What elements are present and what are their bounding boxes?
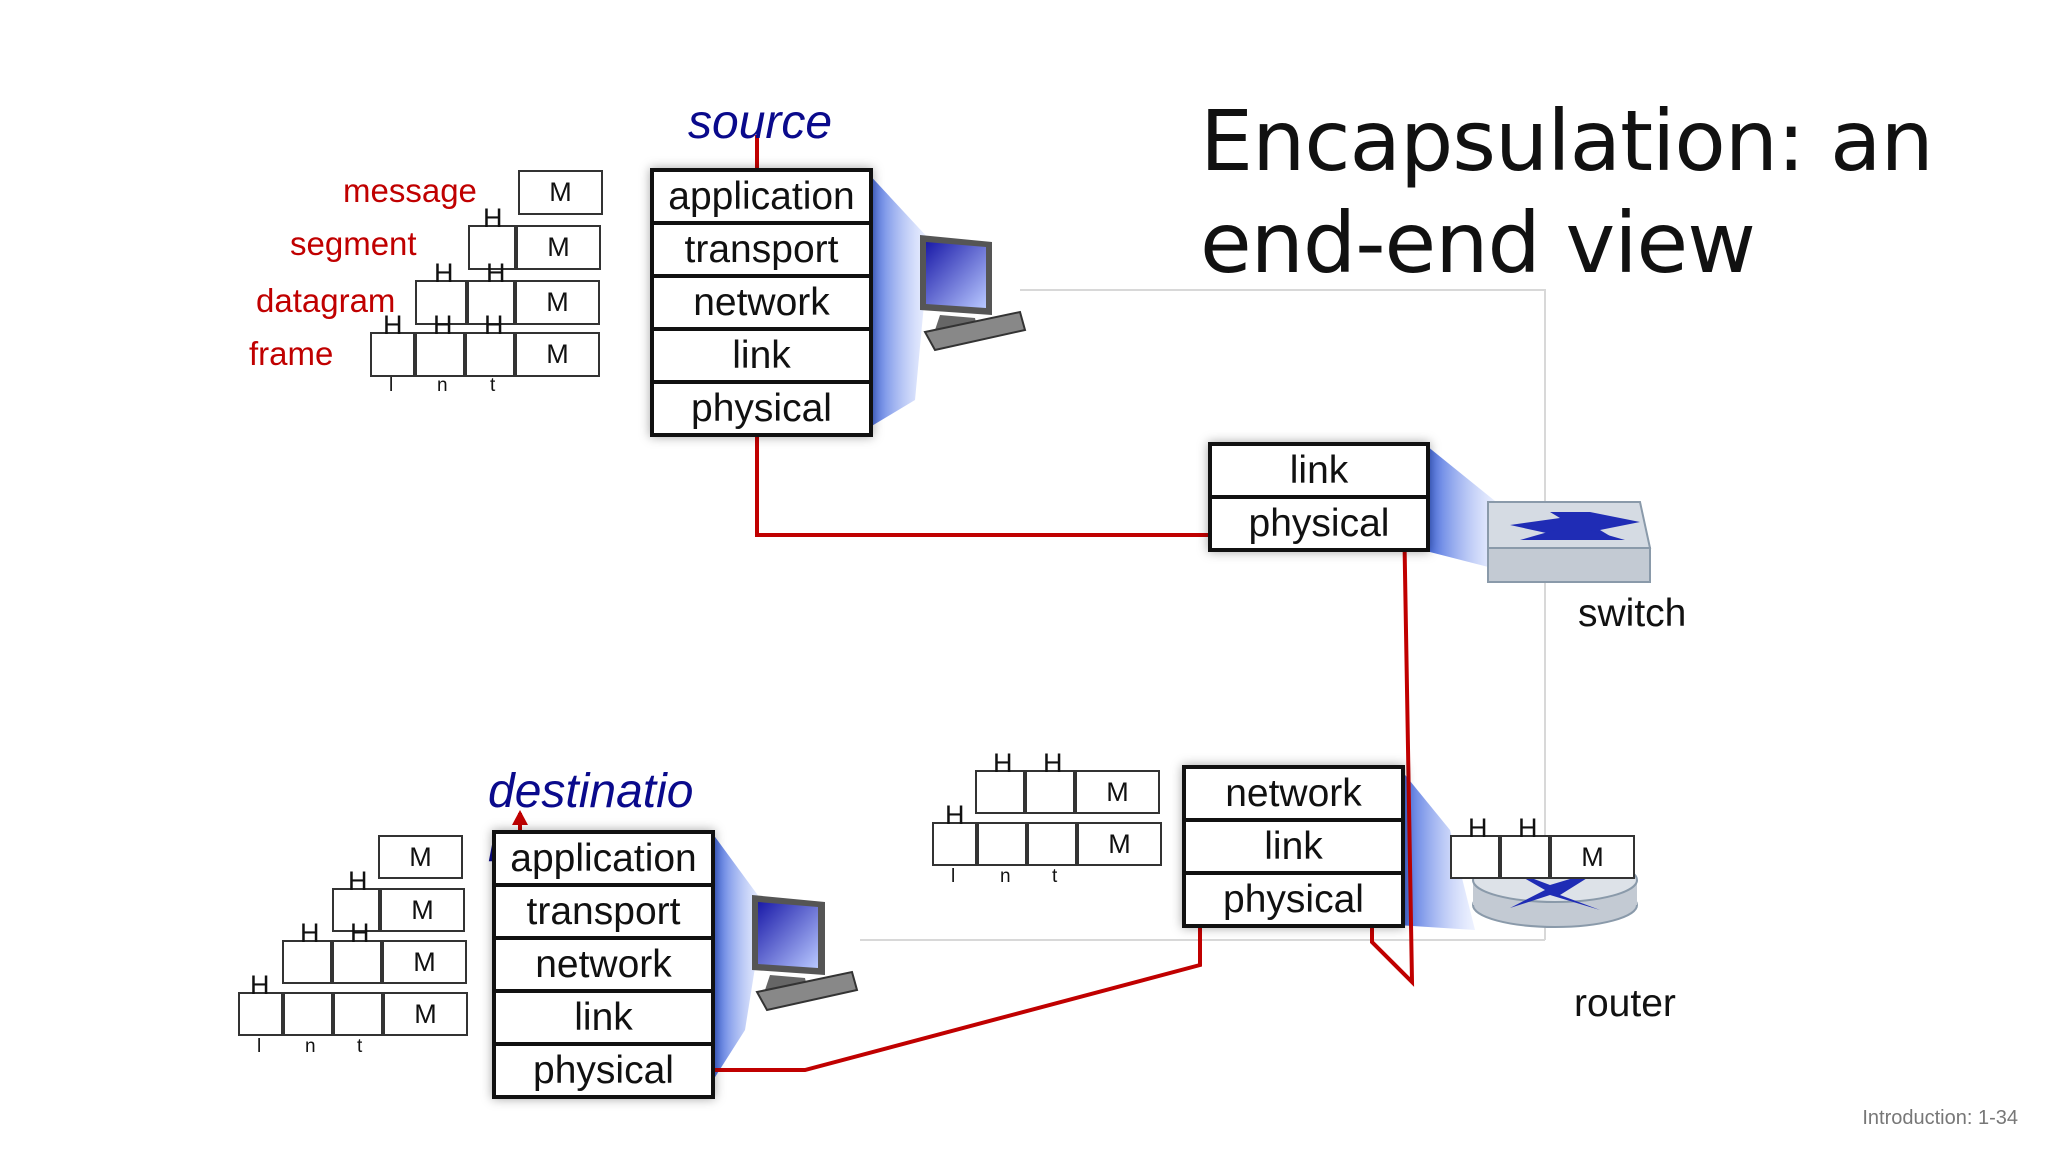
router-icon	[1472, 857, 1638, 928]
header-label: H	[483, 203, 503, 233]
header-label: H	[433, 310, 453, 340]
packet-header	[468, 225, 516, 270]
packet-header	[1027, 822, 1077, 866]
switch-icon	[1487, 501, 1652, 583]
source-layer-network: network	[654, 278, 869, 331]
packet-message: M	[516, 225, 601, 270]
header-label: H	[1468, 813, 1488, 843]
router-layer-network: network	[1186, 769, 1401, 822]
network-links	[860, 289, 1546, 941]
router-layer-link: link	[1186, 822, 1401, 875]
packet-header	[282, 940, 332, 984]
source-layer-application: application	[654, 172, 869, 225]
slide-title: Encapsulation: an end-end view	[1200, 92, 1934, 292]
header-label: H	[250, 970, 270, 1000]
switch-funnel	[1422, 442, 1500, 570]
packet-message: M	[1550, 835, 1635, 879]
sub-label: t	[357, 1036, 363, 1057]
header-label: H	[486, 258, 506, 288]
packet-message: M	[518, 170, 603, 215]
packet-header	[977, 822, 1027, 866]
source-protocol-stack: application transport network link physi…	[650, 168, 873, 437]
header-label: H	[945, 800, 965, 830]
header-label: H	[383, 310, 403, 340]
packet-header	[932, 822, 977, 866]
sub-label: n	[305, 1036, 316, 1057]
router-label: router	[1574, 982, 1676, 1025]
switch-layer-physical: physical	[1248, 501, 1390, 545]
header-label: H	[300, 918, 320, 948]
destination-computer-icon	[752, 895, 859, 1012]
packet-header	[1450, 835, 1500, 879]
sub-label: l	[389, 375, 394, 396]
source-layer-physical: physical	[691, 386, 832, 430]
packet-message: M	[1075, 770, 1160, 814]
switch-label: switch	[1578, 592, 1687, 635]
sub-label: l	[257, 1036, 262, 1057]
packet-header	[332, 940, 382, 984]
packet-header	[238, 992, 283, 1036]
destination-layer-link: link	[496, 993, 711, 1046]
header-label: H	[993, 748, 1013, 778]
router-funnel	[1397, 765, 1475, 930]
header-label: H	[1043, 748, 1063, 778]
packet-message: M	[1077, 822, 1162, 866]
packet-message: M	[515, 332, 600, 377]
source-layer-transport: transport	[654, 225, 869, 278]
header-label: H	[350, 918, 370, 948]
sub-label: l	[951, 866, 956, 887]
packet-message: M	[515, 280, 600, 325]
packet-header	[465, 332, 515, 377]
pdu-label-datagram: datagram	[256, 282, 396, 319]
header-label: H	[484, 310, 504, 340]
packet-message: M	[382, 940, 467, 984]
slide-footer: Introduction: 1-34	[1862, 1107, 2018, 1129]
sub-label: t	[490, 375, 496, 396]
destination-layer-physical: physical	[533, 1048, 674, 1092]
packet-header	[1500, 835, 1550, 879]
destination-protocol-stack: application transport network link physi…	[492, 830, 715, 1099]
destination-layer-network: network	[496, 940, 711, 993]
destination-funnel	[710, 830, 765, 1085]
pdu-label-message: message	[343, 172, 477, 209]
packet-message: M	[380, 888, 465, 932]
sub-label: n	[1000, 866, 1011, 887]
packet-header	[283, 992, 333, 1036]
source-funnel	[865, 170, 930, 430]
packet-header	[332, 888, 380, 932]
packet-message: M	[378, 835, 463, 879]
packet-header	[415, 332, 465, 377]
header-label: H	[348, 866, 368, 896]
sub-label: t	[1052, 866, 1058, 887]
source-computer-icon	[920, 235, 1027, 352]
source-label: source	[688, 96, 833, 149]
router-protocol-stack: network link physical	[1182, 765, 1405, 928]
sub-label: n	[437, 375, 448, 396]
packet-message: M	[383, 992, 468, 1036]
packet-header	[370, 332, 415, 377]
header-label: H	[1518, 813, 1538, 843]
packet-header	[975, 770, 1025, 814]
header-label: H	[434, 258, 454, 288]
packet-header	[333, 992, 383, 1036]
pdu-label-segment: segment	[290, 225, 417, 262]
pdu-label-frame: frame	[249, 335, 334, 372]
destination-layer-application: application	[496, 834, 711, 887]
switch-protocol-stack: link physical	[1208, 442, 1430, 552]
packet-header	[415, 280, 467, 325]
router-layer-physical: physical	[1223, 877, 1364, 921]
source-layer-link: link	[654, 331, 869, 384]
destination-layer-transport: transport	[496, 887, 711, 940]
packet-header	[1025, 770, 1075, 814]
path-arrowhead	[512, 810, 528, 825]
packet-header	[467, 280, 515, 325]
switch-layer-link: link	[1212, 446, 1426, 499]
